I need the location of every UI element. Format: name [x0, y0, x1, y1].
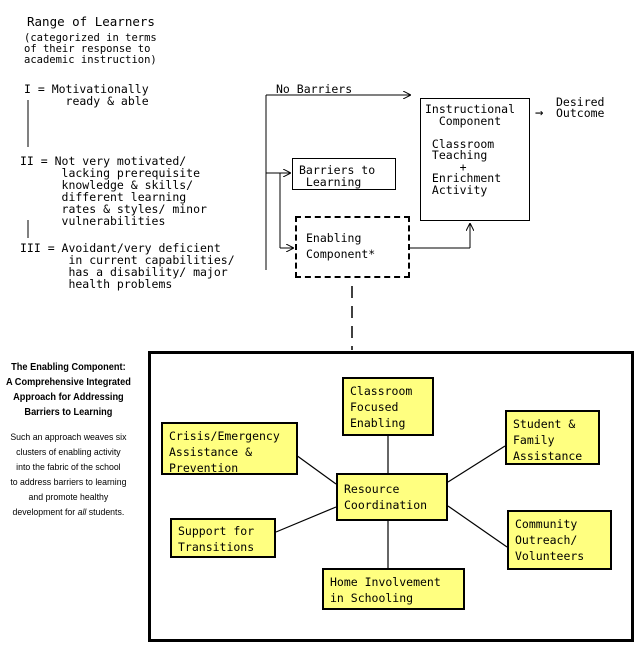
spoke-transitions: [275, 506, 337, 533]
sidebar-body: Such an approach weaves six clusters of …: [4, 430, 133, 520]
sidebar-body-text: Such an approach weaves six clusters of …: [10, 432, 127, 518]
barriers-to-learning-box: Barriers to Learning: [292, 158, 396, 190]
range-title: Range of Learners: [27, 14, 155, 29]
enabling-component-box: Enabling Component*: [295, 216, 410, 278]
cluster-home-involvement: Home Involvement in Schooling: [322, 568, 465, 610]
level-2-label: II = Not very motivated/ lacking prerequ…: [20, 154, 207, 228]
sidebar-body-end: students.: [86, 507, 125, 518]
cluster-resource-coordination: Resource Coordination: [336, 473, 448, 521]
cluster-support-for-transitions: Support for Transitions: [170, 518, 276, 558]
range-subtitle: (categorized in terms of their response …: [24, 32, 157, 66]
barriers-to-learning-label: Barriers to Learning: [299, 163, 376, 189]
desired-outcome-label: Desired Outcome: [556, 95, 605, 120]
instructional-component-box: Instructional Component Classroom Teachi…: [420, 98, 530, 221]
enabling-component-frame: [148, 351, 634, 642]
sidebar-body-emphasis: all: [77, 507, 87, 518]
instructional-component-label: Instructional Component Classroom Teachi…: [425, 102, 516, 197]
outcome-arrow-icon: →: [535, 105, 544, 121]
level-3-label: III = Avoidant/very deficient in current…: [20, 241, 235, 291]
cluster-community-outreach: Community Outreach/ Volunteers: [507, 510, 612, 570]
spoke-community: [447, 505, 508, 548]
cluster-student-family-assistance: Student & Family Assistance: [505, 410, 600, 465]
level-1-label: I = Motivationally ready & able: [24, 82, 149, 108]
spoke-student: [447, 445, 506, 483]
sidebar-heading: The Enabling Component: A Comprehensive …: [5, 362, 131, 418]
no-barriers-label: No Barriers: [276, 82, 353, 96]
spoke-crisis: [295, 454, 337, 485]
enabling-component-label: Enabling Component*: [306, 231, 376, 261]
cluster-classroom-focused-enabling: Classroom Focused Enabling: [342, 377, 434, 436]
cluster-crisis-emergency: Crisis/Emergency Assistance & Prevention: [161, 422, 298, 475]
